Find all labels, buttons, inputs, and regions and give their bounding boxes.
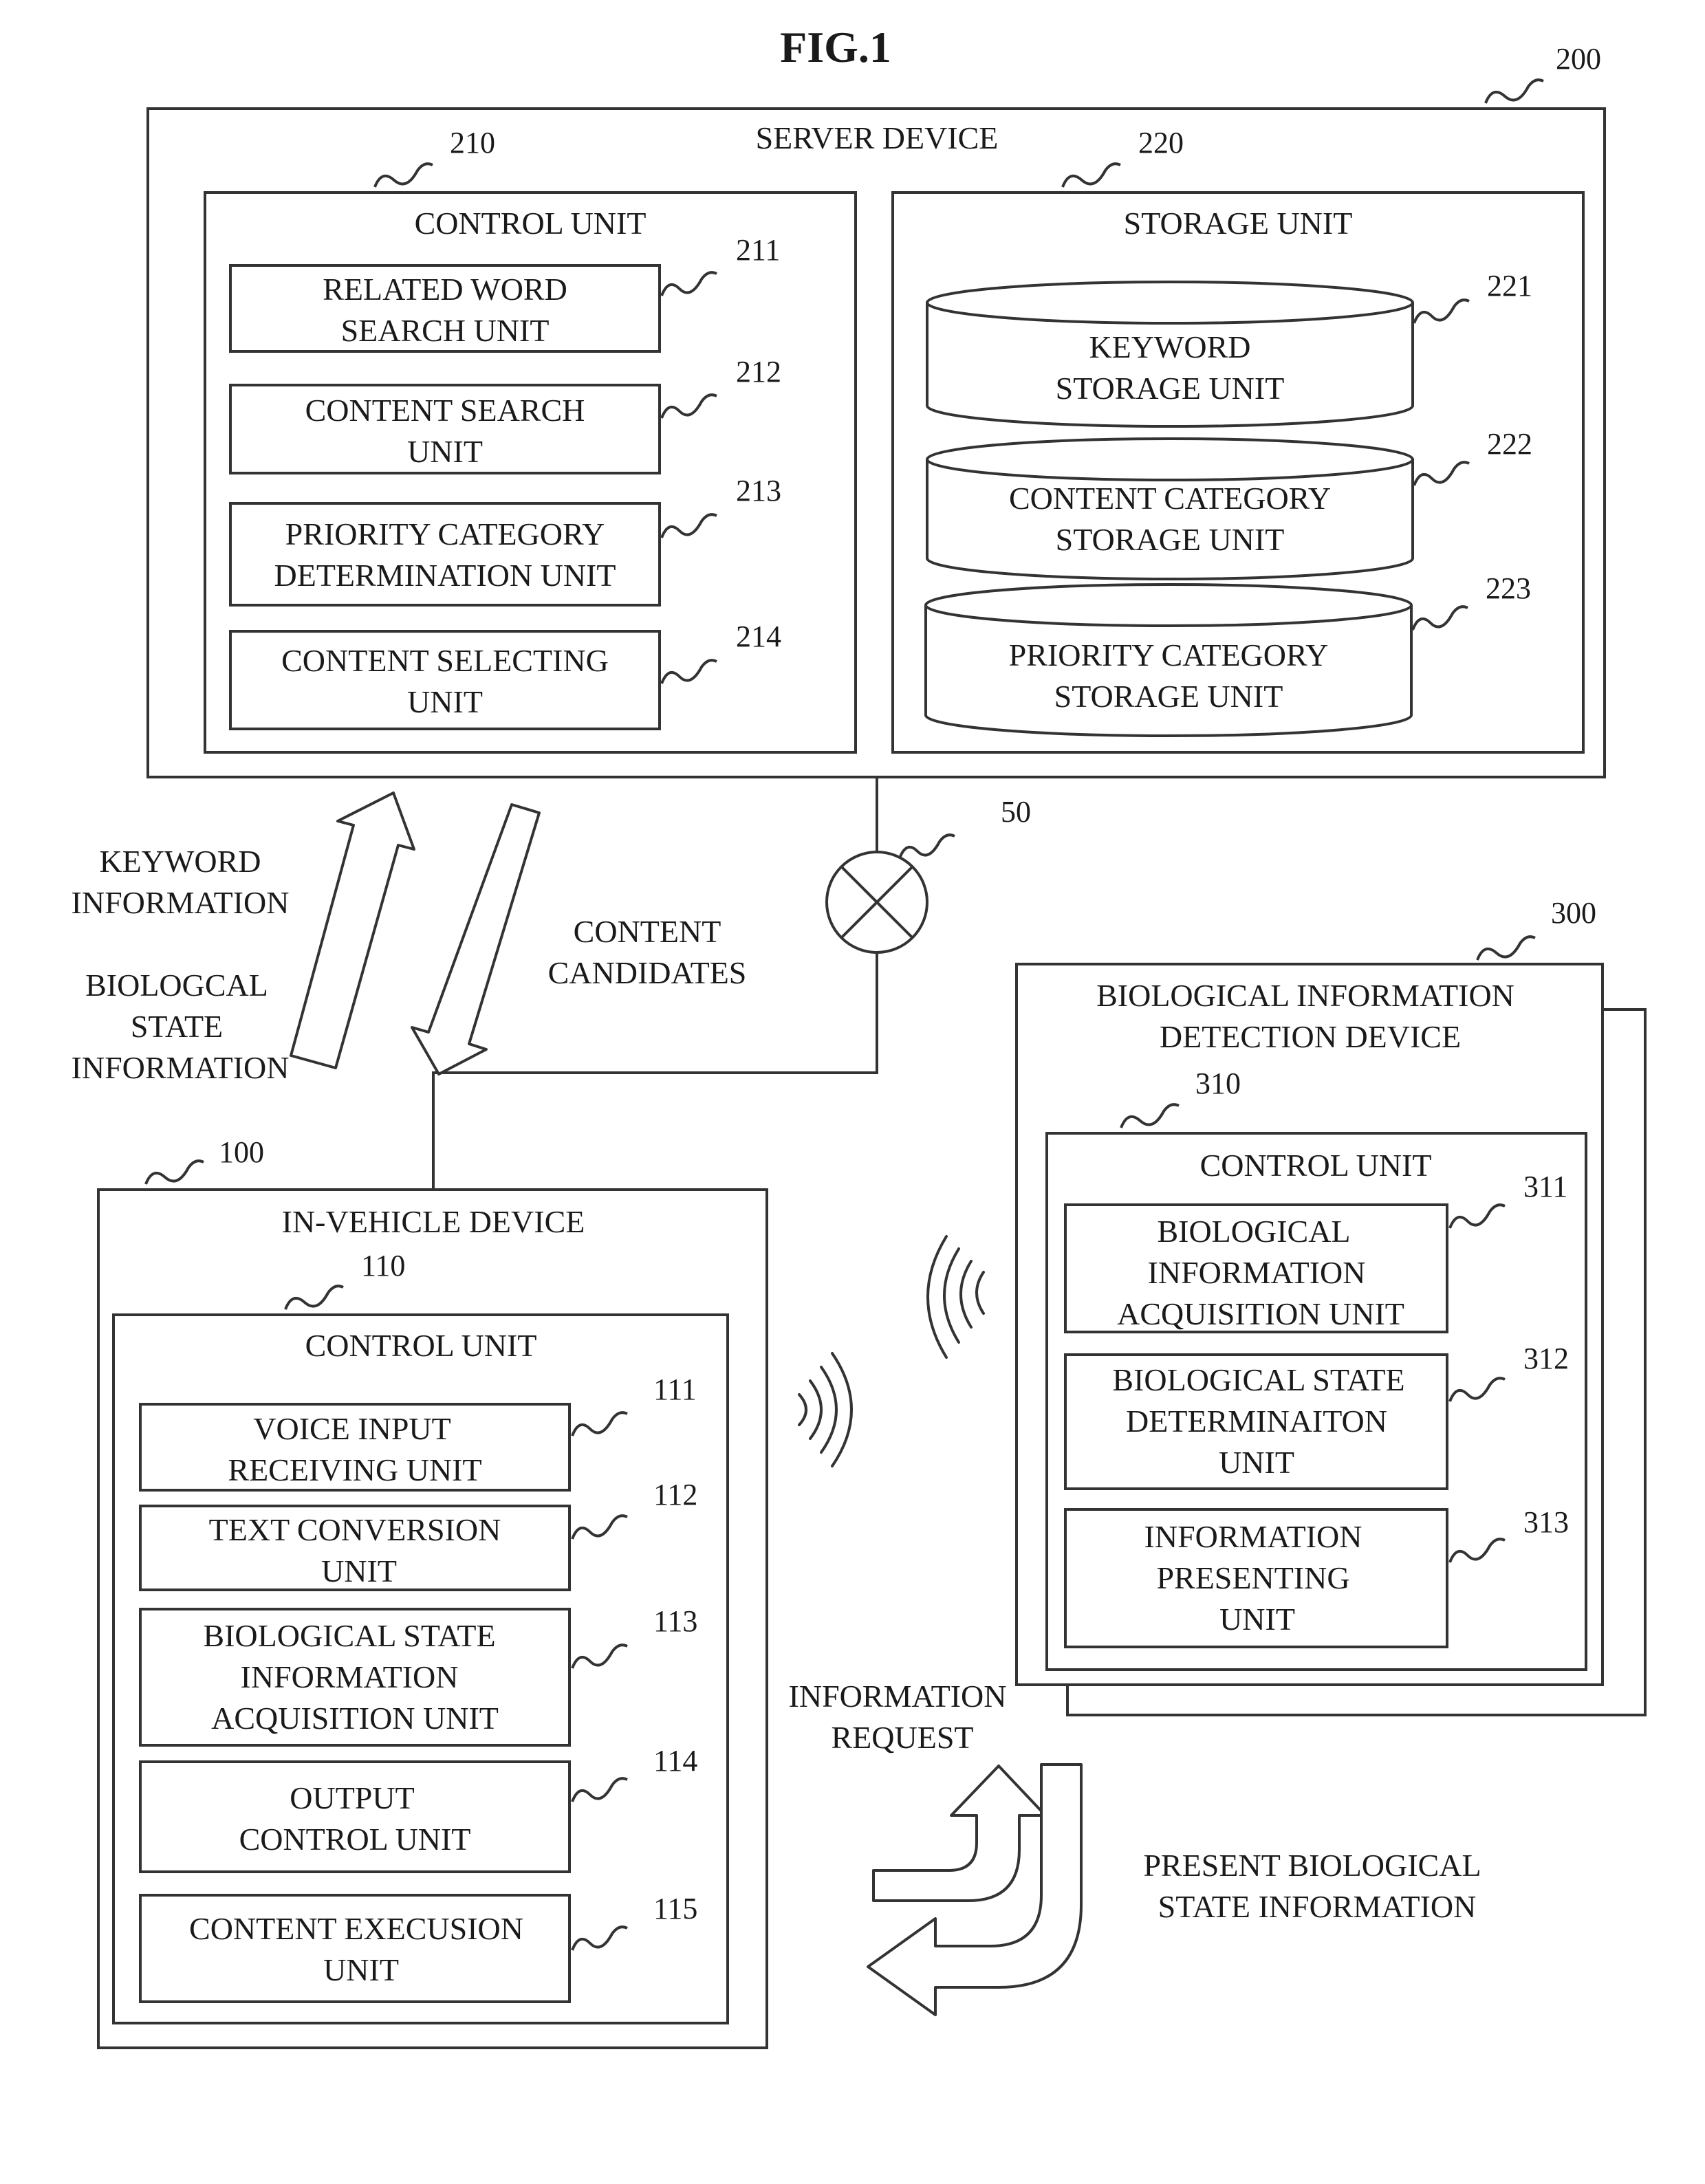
in-vehicle-device: IN-VEHICLE DEVICE 100 CONTROL UNIT 110 V…: [98, 1135, 767, 2048]
upload-arrow: [291, 793, 414, 1068]
content-search-unit-line2: UNIT: [407, 434, 483, 469]
bio-info-acq-unit-line2: INFORMATION: [1148, 1255, 1366, 1290]
ref-112: 112: [653, 1478, 697, 1511]
information-request-arrow: [873, 1766, 1045, 1901]
bio-device-ref-leader: [1477, 937, 1535, 960]
priority-category-determination-unit-line1: PRIORITY CATEGORY: [285, 516, 605, 552]
bio-state-acq-unit-line1: BIOLOGICAL STATE: [203, 1618, 495, 1653]
text-conversion-unit-line1: TEXT CONVERSION: [209, 1512, 501, 1547]
bio-state-info-line3: INFORMATION: [72, 1050, 290, 1085]
keyword-info-line1: KEYWORD: [99, 844, 261, 879]
content-selecting-unit-line1: CONTENT SELECTING: [281, 643, 609, 678]
server-control-title: CONTROL UNIT: [415, 206, 647, 241]
info-presenting-unit-line1: INFORMATION: [1144, 1519, 1362, 1554]
info-request-line2: REQUEST: [832, 1720, 974, 1755]
information-request-label: INFORMATION REQUEST: [789, 1679, 1007, 1755]
ref-111: 111: [653, 1373, 697, 1406]
content-execusion-unit-line2: UNIT: [323, 1952, 399, 1987]
ref-211: 211: [736, 233, 780, 267]
vehicle-control-title: CONTROL UNIT: [305, 1328, 537, 1363]
ref-115: 115: [653, 1892, 697, 1925]
priority-category-storage-unit-line1: PRIORITY CATEGORY: [1009, 637, 1329, 673]
ref-114: 114: [653, 1744, 697, 1778]
ref-214: 214: [736, 620, 781, 653]
in-vehicle-device-title: IN-VEHICLE DEVICE: [282, 1204, 585, 1239]
content-selecting-unit-line2: UNIT: [407, 684, 483, 719]
server-ref-leader: [1486, 80, 1543, 103]
bio-state-acq-unit-line3: ACQUISITION UNIT: [211, 1701, 499, 1736]
content-search-unit-line1: CONTENT SEARCH: [305, 393, 585, 428]
ref-313: 313: [1523, 1505, 1569, 1539]
ref-222: 222: [1487, 427, 1532, 461]
server-device-title: SERVER DEVICE: [756, 120, 999, 155]
bio-control-title: CONTROL UNIT: [1200, 1148, 1432, 1183]
voice-input-receiving-unit-line1: VOICE INPUT: [253, 1411, 450, 1446]
content-execusion-unit-line1: CONTENT EXECUSION: [189, 1911, 523, 1946]
info-presenting-unit-line3: UNIT: [1219, 1602, 1295, 1637]
present-bio-line1: PRESENT BIOLOGICAL: [1143, 1848, 1481, 1883]
voice-input-receiving-unit-line2: RECEIVING UNIT: [228, 1452, 481, 1487]
bio-state-det-unit-line2: DETERMINAITON: [1126, 1404, 1387, 1439]
info-request-line1: INFORMATION: [789, 1679, 1007, 1714]
content-category-storage-unit-line2: STORAGE UNIT: [1056, 522, 1285, 557]
bio-state-info-label: BIOLOGCAL STATE INFORMATION: [72, 968, 290, 1085]
vehicle-control-ref: 110: [361, 1249, 405, 1282]
content-candidates-line1: CONTENT: [574, 914, 721, 949]
ref-212: 212: [736, 355, 781, 389]
server-control-unit: CONTROL UNIT 210 RELATED WORD SEARCH UNI…: [205, 126, 856, 752]
network-ref-leader: [900, 835, 955, 858]
storage-ref: 220: [1138, 126, 1184, 160]
priority-category-determination-unit-line2: DETERMINATION UNIT: [274, 558, 616, 593]
bio-info-acq-unit-line3: ACQUISITION UNIT: [1117, 1296, 1404, 1331]
priority-category-storage-unit-line2: STORAGE UNIT: [1054, 679, 1283, 714]
vehicle-ref: 100: [219, 1135, 264, 1169]
figure-title: FIG.1: [780, 23, 891, 72]
bio-control-ref: 310: [1195, 1067, 1241, 1100]
bio-state-acq-unit-line2: INFORMATION: [241, 1659, 459, 1694]
storage-unit: STORAGE UNIT 220 KEYWORD STORAGE UNIT 22…: [893, 126, 1583, 752]
network-ref: 50: [1001, 795, 1031, 829]
ref-311: 311: [1523, 1170, 1567, 1203]
keyword-info-line2: INFORMATION: [72, 885, 290, 920]
bio-device-title-line2: DETECTION DEVICE: [1160, 1019, 1461, 1054]
content-candidates-label: CONTENT CANDIDATES: [548, 914, 747, 990]
vehicle-control-unit: CONTROL UNIT 110 VOICE INPUT RECEIVING U…: [113, 1249, 728, 2023]
related-word-search-unit-line1: RELATED WORD: [323, 272, 567, 307]
biological-information-detection-device: BIOLOGICAL INFORMATION DETECTION DEVICE …: [1017, 896, 1645, 1715]
bio-state-info-line2: STATE: [131, 1009, 223, 1044]
keyword-storage-unit-line2: STORAGE UNIT: [1056, 371, 1285, 406]
present-bio-state-label: PRESENT BIOLOGICAL STATE INFORMATION: [1143, 1848, 1481, 1924]
ref-213: 213: [736, 474, 781, 507]
content-category-storage-unit-line1: CONTENT CATEGORY: [1009, 481, 1331, 516]
ref-312: 312: [1523, 1342, 1569, 1375]
keyword-info-label: KEYWORD INFORMATION: [72, 844, 290, 920]
server-control-ref: 210: [450, 126, 495, 160]
storage-unit-title: STORAGE UNIT: [1124, 206, 1353, 241]
bio-state-info-line1: BIOLOGCAL: [85, 968, 268, 1003]
info-presenting-unit-line2: PRESENTING: [1156, 1560, 1349, 1595]
output-control-unit-line1: OUTPUT: [290, 1780, 414, 1815]
ref-113: 113: [653, 1604, 697, 1638]
content-candidates-line2: CANDIDATES: [548, 955, 747, 990]
bio-device-title-line1: BIOLOGICAL INFORMATION: [1096, 978, 1514, 1013]
present-bio-line2: STATE INFORMATION: [1158, 1889, 1477, 1924]
vehicle-ref-leader: [146, 1161, 204, 1184]
output-control-unit-line2: CONTROL UNIT: [239, 1822, 471, 1857]
bio-state-det-unit-line1: BIOLOGICAL STATE: [1112, 1362, 1404, 1397]
text-conversion-unit-line2: UNIT: [321, 1553, 397, 1588]
bio-device-wireless-signal-icon: [928, 1236, 984, 1357]
bio-control-unit: CONTROL UNIT 310 BIOLOGICAL INFORMATION …: [1047, 1067, 1586, 1670]
vehicle-wireless-signal-icon: [799, 1353, 851, 1466]
server-device: SERVER DEVICE 200 CONTROL UNIT 210 RELAT…: [148, 42, 1605, 777]
ref-223: 223: [1486, 571, 1531, 605]
bio-info-acq-unit-line1: BIOLOGICAL: [1157, 1214, 1350, 1249]
bio-state-det-unit-line3: UNIT: [1219, 1445, 1294, 1480]
ref-221: 221: [1487, 269, 1532, 303]
server-ref: 200: [1556, 42, 1601, 76]
related-word-search-unit-line2: SEARCH UNIT: [341, 313, 550, 348]
download-arrow: [412, 805, 539, 1074]
bio-device-ref: 300: [1551, 896, 1596, 930]
keyword-storage-unit-line1: KEYWORD: [1089, 329, 1250, 364]
